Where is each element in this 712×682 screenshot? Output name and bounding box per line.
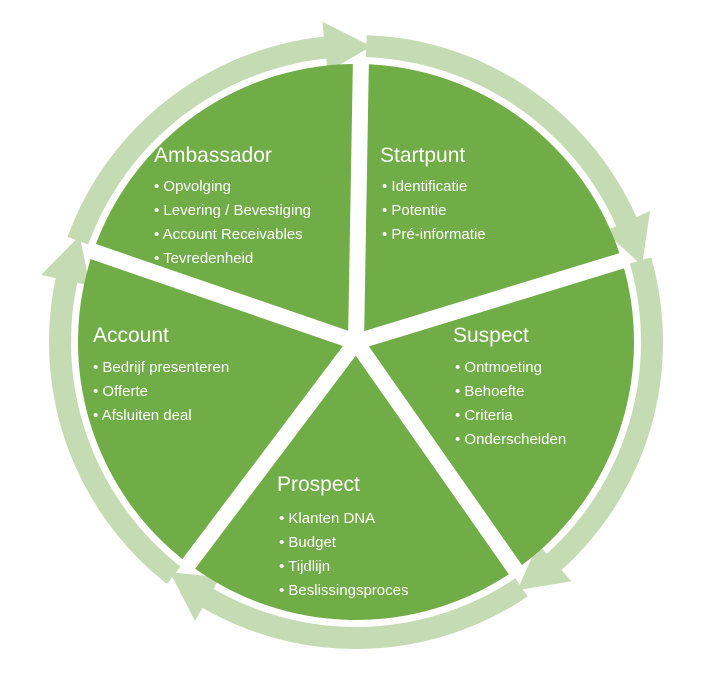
segment-item: • Budget: [279, 534, 337, 551]
segment-item: • Levering / Bevestiging: [154, 202, 311, 219]
segment-item: • Potentie: [382, 202, 446, 219]
segment-divider: [181, 337, 363, 571]
cycle-arrow-suspect: [517, 257, 664, 591]
segment-item: • Onderscheiden: [455, 431, 566, 448]
segment-title: Ambassador: [154, 144, 272, 167]
segment-startpunt-text: Startpunt • Identificatie • Potentie • P…: [380, 144, 486, 243]
segment-item: • Bedrijf presenteren: [93, 359, 229, 376]
segment-item: • Beslissingsproces: [279, 582, 408, 599]
segment-item: • Identificatie: [382, 178, 467, 195]
segment-divider: [348, 61, 369, 343]
segment-title: Startpunt: [380, 144, 465, 167]
segment-prospect: [188, 342, 516, 620]
segment-item: • Tijdlijn: [279, 558, 330, 575]
segment-item: • Offerte: [93, 383, 148, 400]
segment-startpunt: [356, 64, 622, 342]
segment-dividers: [88, 61, 627, 576]
segment-item: • Account Receivables: [154, 226, 303, 243]
segment-account-text: Account • Bedrijf presenteren • Offerte …: [93, 324, 229, 424]
segment-account: [78, 251, 356, 565]
segment-prospect-text: Prospect • Klanten DNA • Budget • Tijdli…: [277, 473, 408, 599]
cycle-arrow-account: [41, 235, 181, 584]
segment-title: Suspect: [453, 324, 529, 347]
segment-item: • Afsluiten deal: [93, 407, 192, 424]
segment-item: • Behoefte: [455, 383, 524, 400]
segment-item: • Opvolging: [154, 178, 231, 195]
cycle-arrows: [41, 21, 664, 649]
segment-divider: [349, 337, 524, 576]
segment-title: Prospect: [277, 473, 360, 496]
cycle-arrow-startpunt: [365, 35, 651, 266]
segment-item: • Criteria: [455, 407, 513, 424]
segment-suspect: [356, 260, 634, 570]
segment-item: • Pré-informatie: [382, 226, 486, 243]
segment-item: • Tevredenheid: [154, 250, 253, 267]
segment-labels: Startpunt • Identificatie • Potentie • P…: [93, 144, 566, 599]
cycle-arrow-prospect: [169, 572, 528, 649]
segment-title: Account: [93, 324, 169, 347]
segment-item: • Ontmoeting: [455, 359, 542, 376]
segment-ambassador-text: Ambassador • Opvolging • Levering / Beve…: [154, 144, 311, 267]
segment-divider: [88, 243, 359, 350]
segment-item: • Klanten DNA: [279, 510, 375, 527]
segment-divider: [353, 252, 627, 350]
segment-suspect-text: Suspect • Ontmoeting • Behoefte • Criter…: [453, 324, 566, 448]
cycle-arrow-ambassador: [67, 21, 372, 245]
